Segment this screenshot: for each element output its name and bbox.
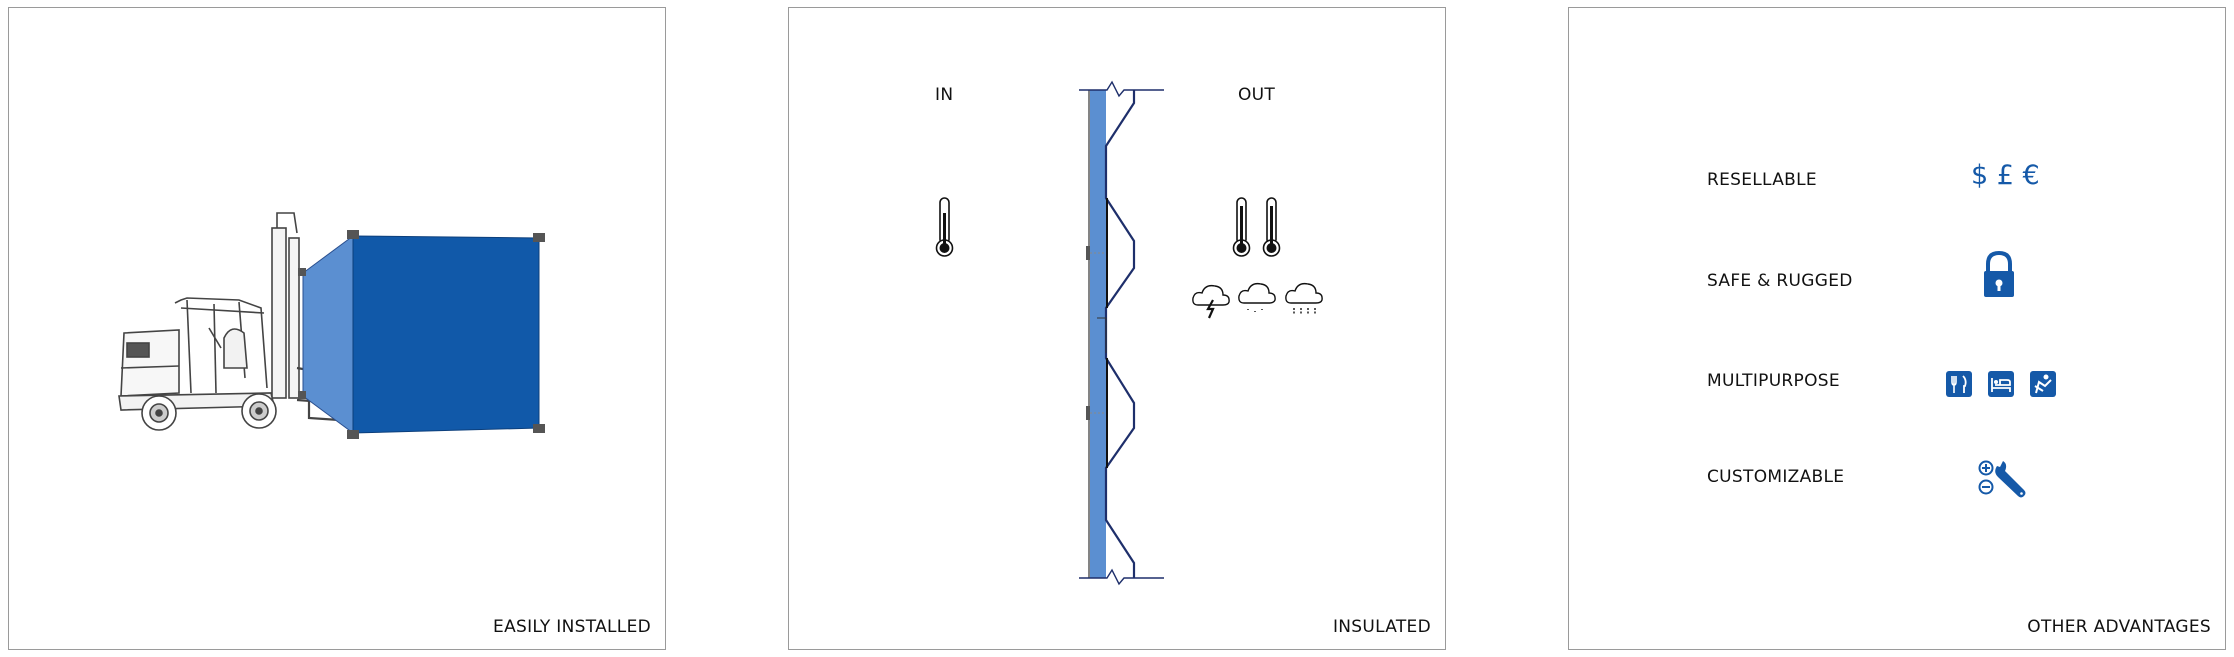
panel-other-advantages: RESELLABLE SAFE & RUGGED MULTIPURPOSE CU… (1568, 7, 2226, 650)
advantage-label-multipurpose: MULTIPURPOSE (1707, 371, 1840, 391)
wrench-icon (1995, 461, 2026, 498)
container-front (352, 235, 540, 434)
insulation-layer (1090, 90, 1106, 578)
plus-minus-wrench-icon (1978, 460, 1994, 495)
corrugated-skin (1104, 90, 1136, 578)
thermometer-icon (1232, 197, 1251, 257)
bed-icon (1988, 371, 2014, 397)
rain-cloud-icon (1285, 282, 1323, 314)
currency-symbols: $ £ € (1971, 160, 2040, 191)
advantage-label-resellable: RESELLABLE (1707, 170, 1817, 190)
forklift-container-illustration (118, 212, 545, 439)
advantage-icons (1946, 250, 2056, 498)
padlock-icon (1984, 250, 2014, 297)
label-in: IN (935, 85, 954, 105)
caption-other-advantages: OTHER ADVANTAGES (2027, 617, 2211, 637)
label-out: OUT (1238, 85, 1276, 105)
insulated-wall-section (935, 80, 1323, 586)
storm-cloud-icon (1192, 284, 1230, 319)
caption-easily-installed: EASILY INSTALLED (493, 617, 651, 637)
caption-insulated: INSULATED (1332, 617, 1431, 637)
container-side (302, 235, 354, 434)
panel-insulated: IN OUT (788, 7, 1446, 650)
cutlery-icon (1946, 371, 1972, 397)
drizzle-cloud-icon (1238, 282, 1276, 313)
thermometer-icon (1262, 197, 1281, 257)
panel-easily-installed: EASILY INSTALLED (8, 7, 666, 650)
advantage-label-customizable: CUSTOMIZABLE (1707, 467, 1845, 487)
reading-icon (2030, 371, 2056, 397)
thermometer-icon (935, 197, 954, 257)
forklift-icon (118, 212, 340, 431)
advantage-label-safe-rugged: SAFE & RUGGED (1707, 271, 1853, 291)
